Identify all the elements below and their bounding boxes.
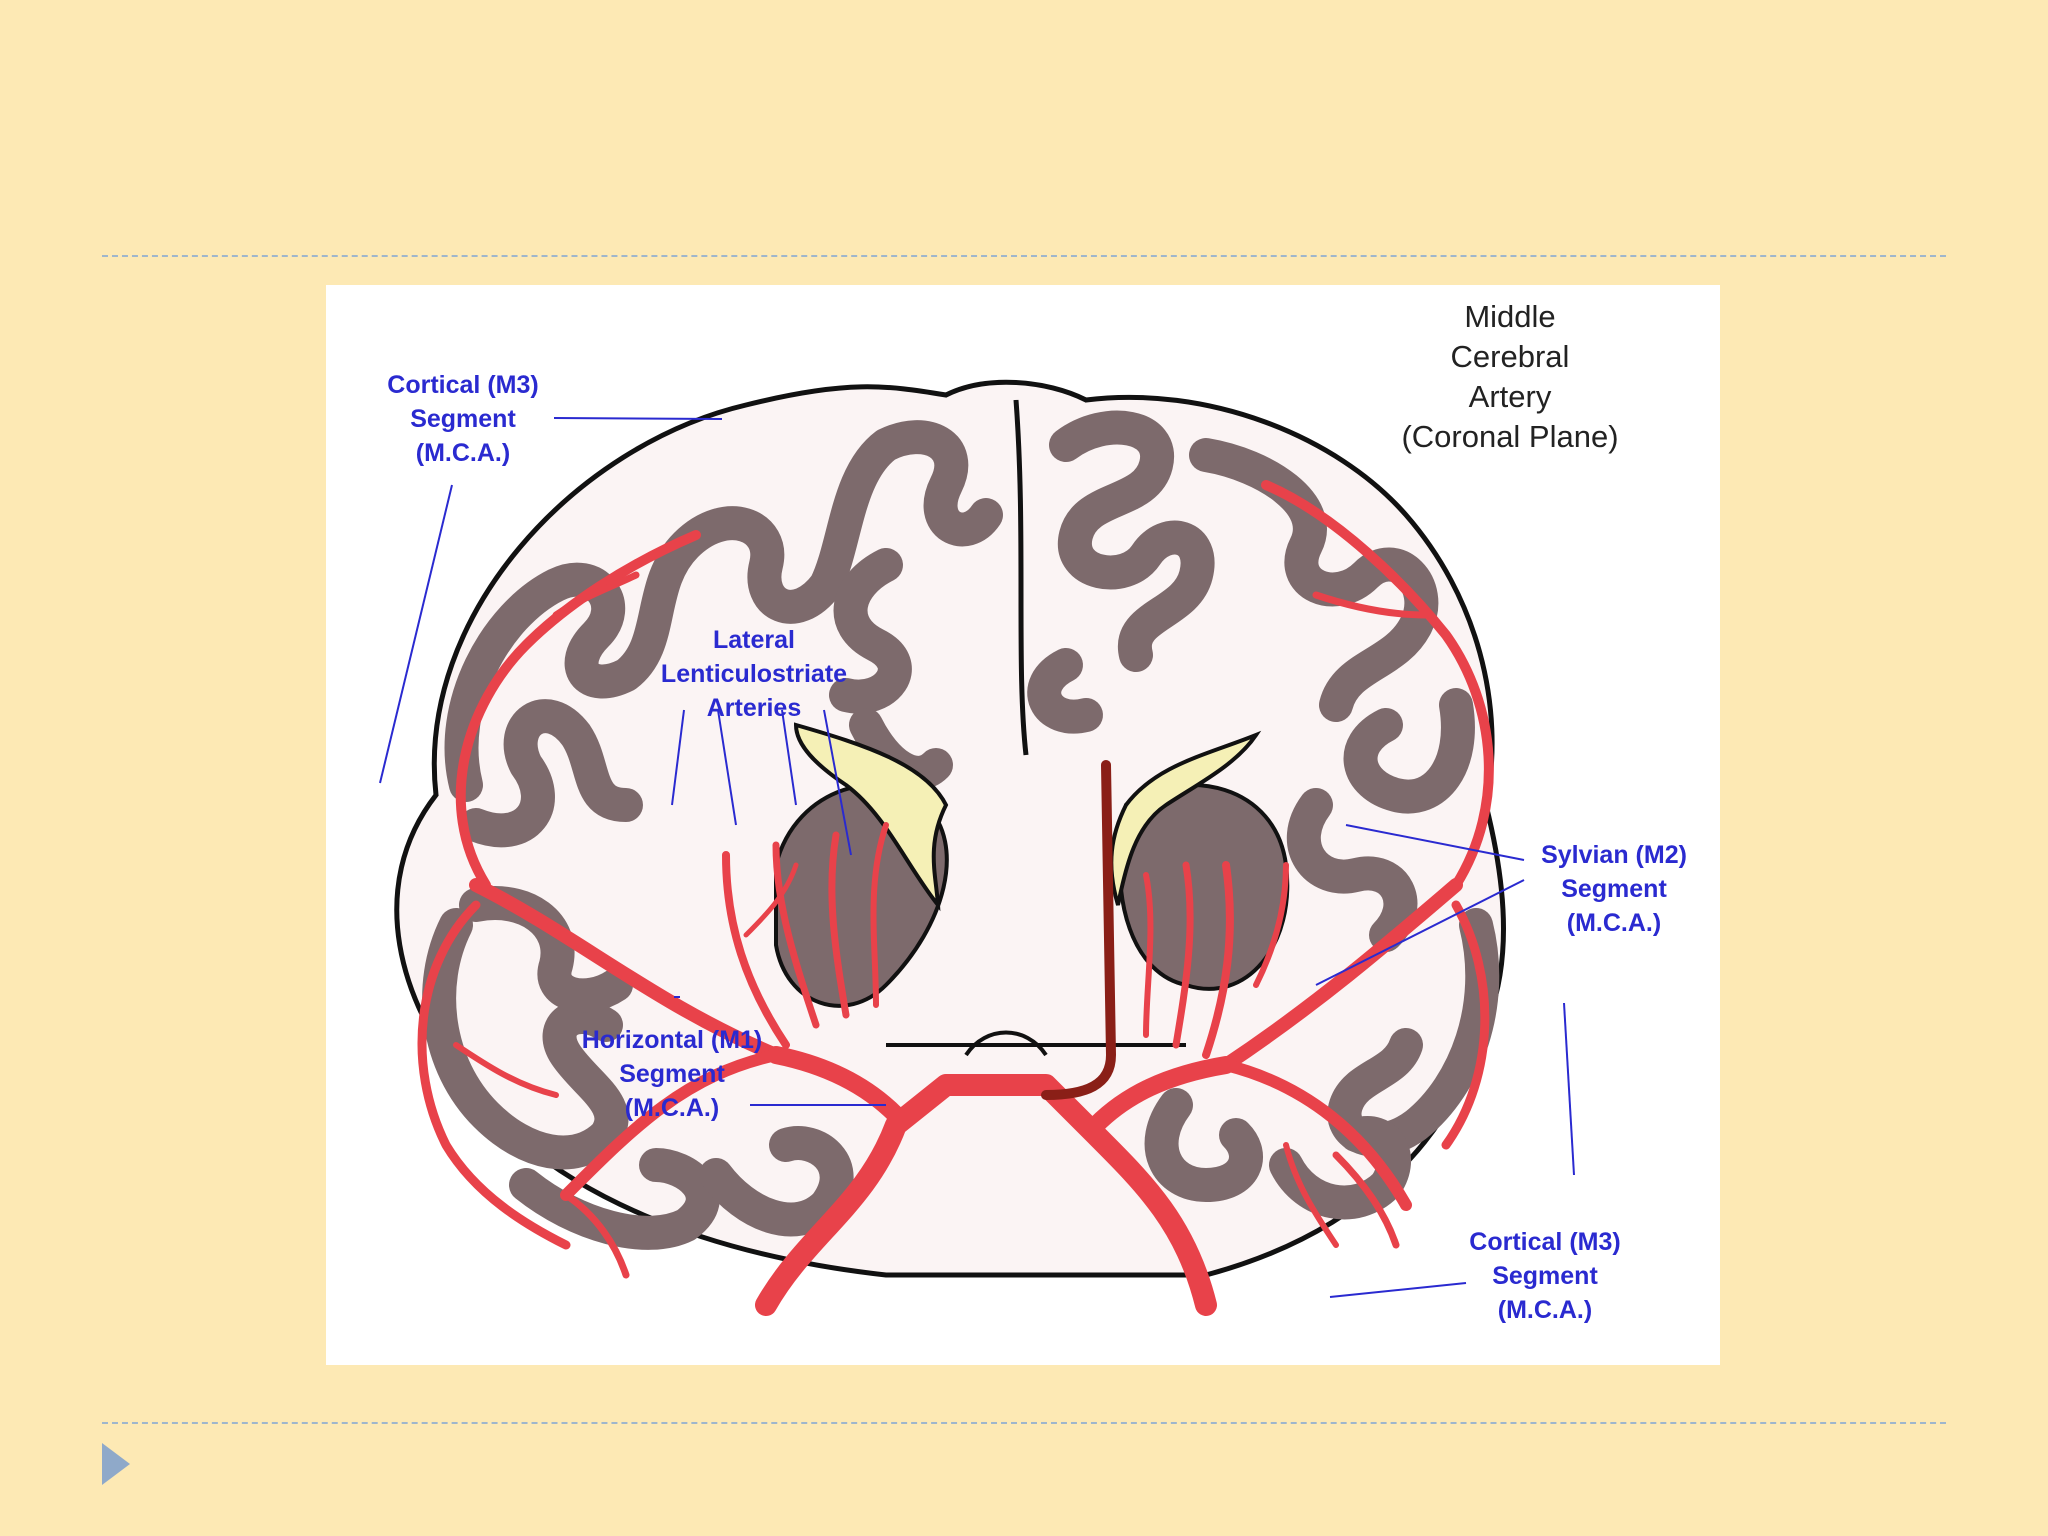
label-line: (M.C.A.): [415, 439, 511, 467]
title-line: Artery: [1468, 379, 1552, 414]
diagram-title: Middle Cerebral Artery (Coronal Plane): [1390, 297, 1630, 457]
top-divider: [102, 255, 1946, 257]
label-line: (M.C.A.): [624, 1094, 720, 1122]
label-line: Horizontal (M1): [581, 1026, 763, 1054]
bottom-divider: [102, 1422, 1946, 1424]
label-line: Arteries: [706, 694, 802, 722]
label-line: Lateral: [713, 626, 795, 654]
label-line: Segment: [1561, 875, 1667, 903]
label-line: (M.C.A.): [1497, 1296, 1593, 1324]
bullet-arrow-icon: [102, 1443, 130, 1485]
mca-coronal-diagram: Middle Cerebral Artery (Coronal Plane) C…: [326, 285, 1720, 1365]
label-cortical-m3-top: Cortical (M3) Segment (M.C.A.): [368, 368, 558, 470]
label-cortical-m3-bottom: Cortical (M3) Segment (M.C.A.): [1450, 1225, 1640, 1327]
brain-illustration: [379, 379, 1575, 1316]
leader-lines: [379, 417, 1575, 1298]
label-line: Lenticulostriate: [660, 660, 848, 688]
title-line: Middle: [1464, 299, 1556, 334]
label-line: Cortical (M3): [1469, 1228, 1621, 1256]
title-line: Cerebral: [1450, 339, 1570, 374]
label-sylvian-m2: Sylvian (M2) Segment (M.C.A.): [1524, 838, 1704, 940]
dark-vessel: [1041, 760, 1117, 1100]
label-line: Cortical (M3): [387, 371, 539, 399]
title-line: (Coronal Plane): [1401, 419, 1619, 454]
label-lenticulostriate: Lateral Lenticulostriate Arteries: [644, 623, 864, 725]
label-line: Sylvian (M2): [1541, 841, 1687, 869]
mca-arteries: [417, 480, 1494, 1316]
label-line: Segment: [619, 1060, 725, 1088]
label-line: (M.C.A.): [1566, 909, 1662, 937]
label-horizontal-m1: Horizontal (M1) Segment (M.C.A.): [562, 1023, 782, 1125]
label-line: Segment: [410, 405, 516, 433]
label-line: Segment: [1492, 1262, 1598, 1290]
